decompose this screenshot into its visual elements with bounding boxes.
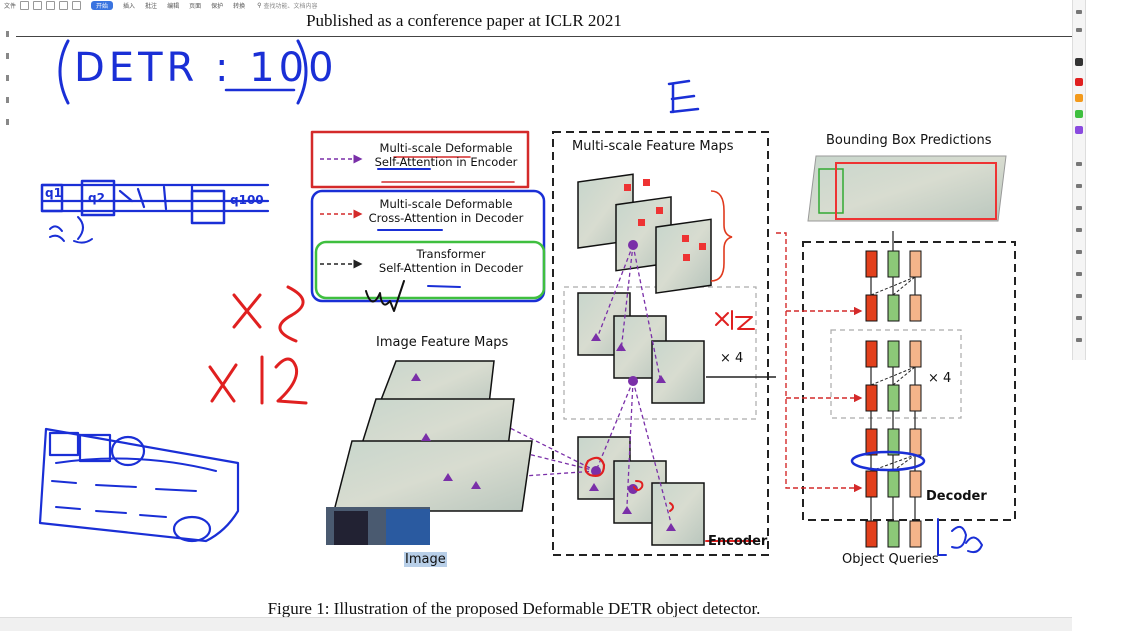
decoder-repeat-box <box>830 329 962 419</box>
middle-feature-maps <box>577 292 705 404</box>
right-tool-panel <box>1072 0 1126 630</box>
legend-item-decoder-cross-attention: Multi-scale Deformable Cross-Attention i… <box>356 197 536 225</box>
document-page: Published as a conference paper at ICLR … <box>16 11 1072 621</box>
ink-annotations <box>38 39 983 556</box>
menu-annotate[interactable]: 批注 <box>145 3 158 10</box>
tool-strip <box>1072 0 1086 360</box>
menu-start[interactable]: 开始 <box>91 1 114 10</box>
legend-item-encoder-self-attention: Multi-scale Deformable Self-Attention in… <box>356 141 536 169</box>
legend-item-decoder-self-attention: Transformer Self-Attention in Decoder <box>361 247 541 275</box>
undo-icon[interactable] <box>59 1 69 10</box>
color-red-swatch[interactable] <box>1075 78 1083 86</box>
menu-page[interactable]: 页面 <box>189 3 202 10</box>
menu-protect[interactable]: 保护 <box>211 3 224 10</box>
decoder-label: Decoder <box>926 489 987 504</box>
image-feature-maps <box>333 360 533 512</box>
legend-item1-line1: Multi-scale Deformable <box>379 141 513 155</box>
decoder-repeat-label: × 4 <box>928 371 952 386</box>
shape-tool-icon[interactable] <box>1076 184 1082 188</box>
menu-edit[interactable]: 编辑 <box>167 3 180 10</box>
handwritten-q100: q100 <box>230 193 264 207</box>
legend-item3-line1: Transformer <box>416 247 486 261</box>
search-icon[interactable]: ⚲ <box>257 2 262 9</box>
save-icon[interactable] <box>33 1 43 10</box>
figure-diagram <box>38 39 1016 556</box>
handwritten-q1: q1 <box>45 186 62 200</box>
left-gutter <box>0 11 17 621</box>
arrow-tool-icon[interactable] <box>1076 250 1082 254</box>
legend-item2-line1: Multi-scale Deformable <box>379 197 513 211</box>
encoder-box <box>552 131 769 556</box>
print-icon[interactable] <box>46 1 56 10</box>
color-green-swatch[interactable] <box>1075 110 1083 118</box>
menu-insert[interactable]: 插入 <box>123 3 136 10</box>
text-tool-icon[interactable] <box>1076 272 1082 276</box>
image-feature-maps-title: Image Feature Maps <box>376 335 509 350</box>
image-tool-icon[interactable] <box>1076 294 1082 298</box>
image-label: Image <box>404 552 447 567</box>
pen-tool-icon[interactable] <box>1076 10 1082 14</box>
lock-tool-icon[interactable] <box>1076 316 1082 320</box>
cross-attention-lines <box>776 232 863 493</box>
color-orange-swatch[interactable] <box>1075 94 1083 102</box>
decoder-bars <box>865 231 922 548</box>
encoder-label: Encoder <box>708 534 768 549</box>
gutter-tool-icon[interactable] <box>6 119 9 125</box>
gutter-tool-icon[interactable] <box>6 75 9 81</box>
page-header: Published as a conference paper at ICLR … <box>306 11 622 30</box>
handwritten-q2: q2 <box>88 191 105 205</box>
line-tool-icon[interactable] <box>1076 206 1082 210</box>
select-tool-icon[interactable] <box>1076 28 1082 32</box>
figure-caption: Figure 1: Illustration of the proposed D… <box>267 599 761 618</box>
search-input[interactable]: 查找功能、文档内容 <box>263 3 318 10</box>
menu-convert[interactable]: 转换 <box>233 3 246 10</box>
bbox-predictions-image <box>807 155 1007 222</box>
header-rule <box>16 36 1072 37</box>
delete-tool-icon[interactable] <box>1076 338 1082 342</box>
redo-icon[interactable] <box>72 1 82 10</box>
top-feature-maps <box>577 173 712 294</box>
encoder-repeat-label: × 4 <box>720 351 744 366</box>
undo-tool-icon[interactable] <box>1076 228 1082 232</box>
gutter-tool-icon[interactable] <box>6 31 9 37</box>
legend-item3-line2: Self-Attention in Decoder <box>378 261 524 275</box>
legend-item1-line2: Self-Attention in Encoder <box>374 155 518 169</box>
menu-file[interactable]: 文件 <box>4 3 17 10</box>
gutter-tool-icon[interactable] <box>6 53 9 59</box>
legend-item2-line2: Cross-Attention in Decoder <box>368 211 524 225</box>
color-purple-swatch[interactable] <box>1075 126 1083 134</box>
color-black-swatch[interactable] <box>1075 58 1083 66</box>
bounding-box-predictions-title: Bounding Box Predictions <box>826 133 992 148</box>
bottom-feature-maps <box>577 436 705 546</box>
eraser-tool-icon[interactable] <box>1076 162 1082 166</box>
open-icon[interactable] <box>20 1 30 10</box>
handwritten-title: DETR : 100 <box>74 45 338 91</box>
object-queries-label: Object Queries <box>842 552 939 567</box>
gutter-tool-icon[interactable] <box>6 97 9 103</box>
bottom-scrollbar[interactable] <box>0 617 1072 631</box>
decoder-box <box>802 241 1016 521</box>
feature-bracket <box>710 190 733 282</box>
multi-scale-feature-maps-title: Multi-scale Feature Maps <box>572 139 734 154</box>
